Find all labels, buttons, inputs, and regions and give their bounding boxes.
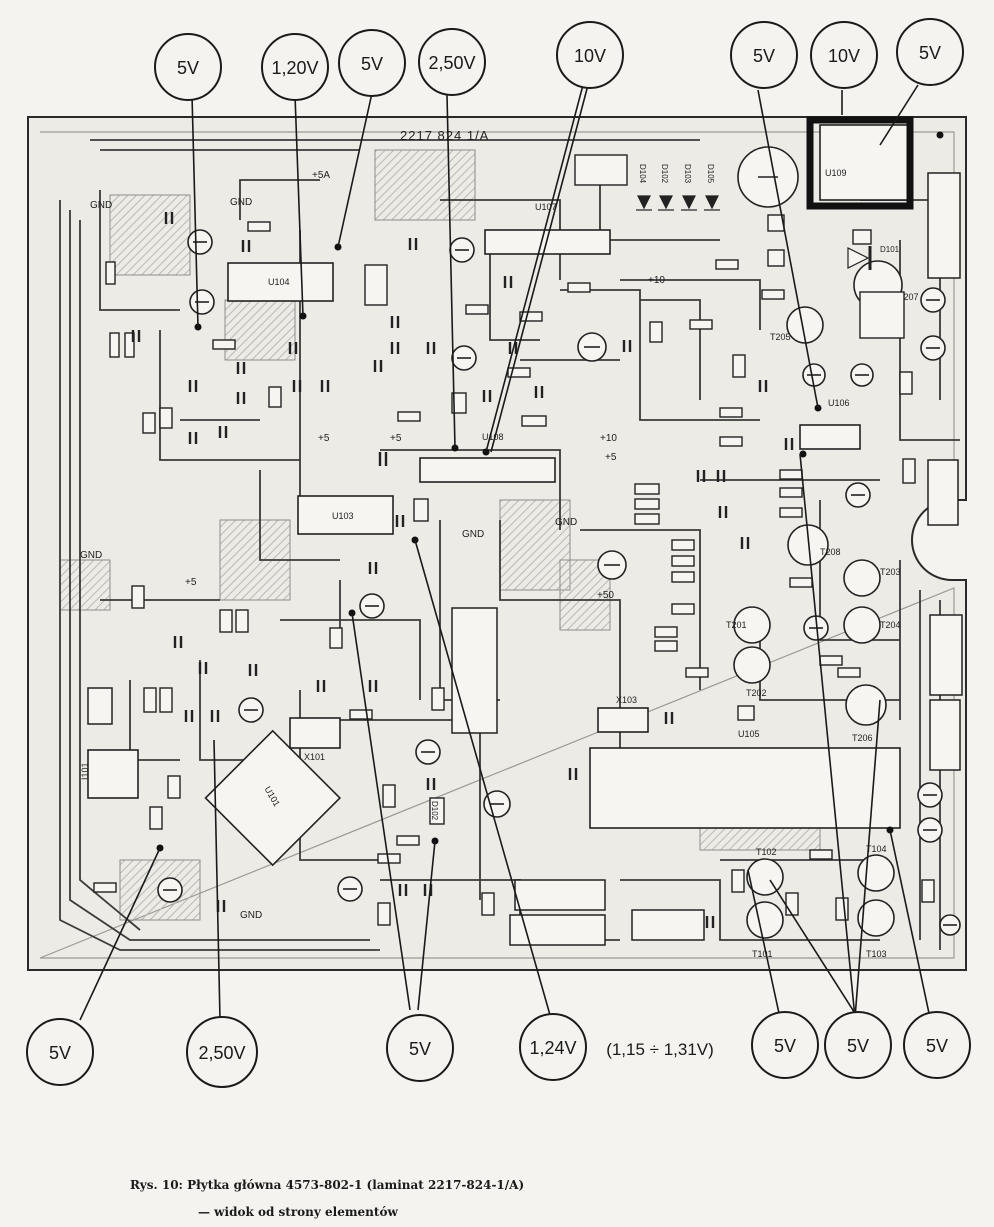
voltage-callout: 5V <box>926 1036 948 1056</box>
voltage-callout: 2,50V <box>198 1043 245 1063</box>
transistor-label: T208 <box>820 547 841 557</box>
voltage-callout: 10V <box>828 46 860 66</box>
voltage-callout: 1,20V <box>271 58 318 78</box>
rail-label-gnd: GND <box>555 517 577 528</box>
ic-label: U104 <box>268 277 290 287</box>
voltage-callout: 5V <box>753 46 775 66</box>
rail-label-5: +5 <box>185 577 197 588</box>
voltage-callout: 5V <box>177 58 199 78</box>
voltage-callout: 1,24V <box>529 1038 576 1058</box>
leader-lines <box>79 84 931 1021</box>
transistor-label: T104 <box>866 844 887 854</box>
connectors <box>87 172 963 946</box>
ceramic-capacitors <box>131 212 794 928</box>
voltage-callout: 5V <box>774 1036 796 1056</box>
transistor-label: T207 <box>898 292 919 302</box>
transistor-label: T203 <box>880 567 901 577</box>
transistor-label: T102 <box>756 847 777 857</box>
ic-label: U108 <box>482 432 504 442</box>
ic-label: I101 <box>80 762 90 780</box>
voltage-callout: 5V <box>361 54 383 74</box>
rail-label-5: +5 <box>390 433 402 444</box>
ic-label: X101 <box>304 752 325 762</box>
diode-label: D102 <box>430 801 439 821</box>
transistor-label: T204 <box>880 620 901 630</box>
ic-label: X103 <box>616 695 637 705</box>
figure-caption: Rys. 10: Płytka główna 4573-802-1 (lamin… <box>130 1172 830 1226</box>
transistor-label: T205 <box>770 332 791 342</box>
rail-label-gnd: GND <box>462 529 484 540</box>
ic-label: U105 <box>738 729 760 739</box>
voltage-callout: 5V <box>919 43 941 63</box>
transistor-label: T202 <box>746 688 767 698</box>
caption-line-1: Rys. 10: Płytka główna 4573-802-1 (lamin… <box>130 1178 525 1192</box>
transistor-label: T103 <box>866 949 887 959</box>
rail-label-10: +10 <box>648 275 665 286</box>
diode-label: D102 <box>660 164 669 184</box>
voltage-callout: 5V <box>409 1039 431 1059</box>
voltage-range: (1,15 ÷ 1,31V) <box>606 1040 714 1059</box>
diodes: D104 D102 D103 D105 D101 D102 <box>430 164 900 821</box>
transistor-label: T201 <box>726 620 747 630</box>
transistor-label: T101 <box>752 949 773 959</box>
heatsink <box>806 116 914 210</box>
voltage-callouts-top: 5V 1,20V 5V 2,50V 10V 5V 10V 5V <box>154 18 964 101</box>
diode-label: D104 <box>638 164 647 184</box>
rail-label-gnd: GND <box>230 197 252 208</box>
voltage-callout: 10V <box>574 46 606 66</box>
rail-label-gnd: GND <box>240 910 262 921</box>
ic-label: U106 <box>828 398 850 408</box>
ic-label: U109 <box>825 168 847 178</box>
ic-label: U107 <box>535 202 557 212</box>
rail-label-gnd: GND <box>90 200 112 211</box>
rail-label-5: +5 <box>605 452 617 463</box>
voltage-callout: 2,50V <box>428 53 475 73</box>
rail-label-5: +5 <box>318 433 330 444</box>
ic-label: U103 <box>332 511 354 521</box>
voltage-callout: 5V <box>847 1036 869 1056</box>
diode-label: D105 <box>706 164 715 184</box>
diode-label: D101 <box>880 245 900 254</box>
rail-label-gnd: GND <box>80 550 102 561</box>
caption-line-2: — widok od strony elementów <box>198 1205 398 1219</box>
voltage-callouts-bottom: 5V 2,50V 5V 1,24V (1,15 ÷ 1,31V) 5V 5V 5… <box>26 1011 971 1088</box>
board-id: 2217 824 1/A <box>400 128 489 143</box>
rail-label-5a: +5A <box>312 170 330 181</box>
transistor-label: T206 <box>852 733 873 743</box>
diode-label: D103 <box>683 164 692 184</box>
voltage-callout: 5V <box>49 1043 71 1063</box>
rail-label-10: +10 <box>600 433 617 444</box>
ic-packages: U104 U107 U108 U103 U109 U101 U106 U105 … <box>80 124 909 867</box>
rail-label-50: +50 <box>597 590 614 601</box>
resistors <box>93 154 935 926</box>
electrolytic-capacitors <box>157 146 961 936</box>
